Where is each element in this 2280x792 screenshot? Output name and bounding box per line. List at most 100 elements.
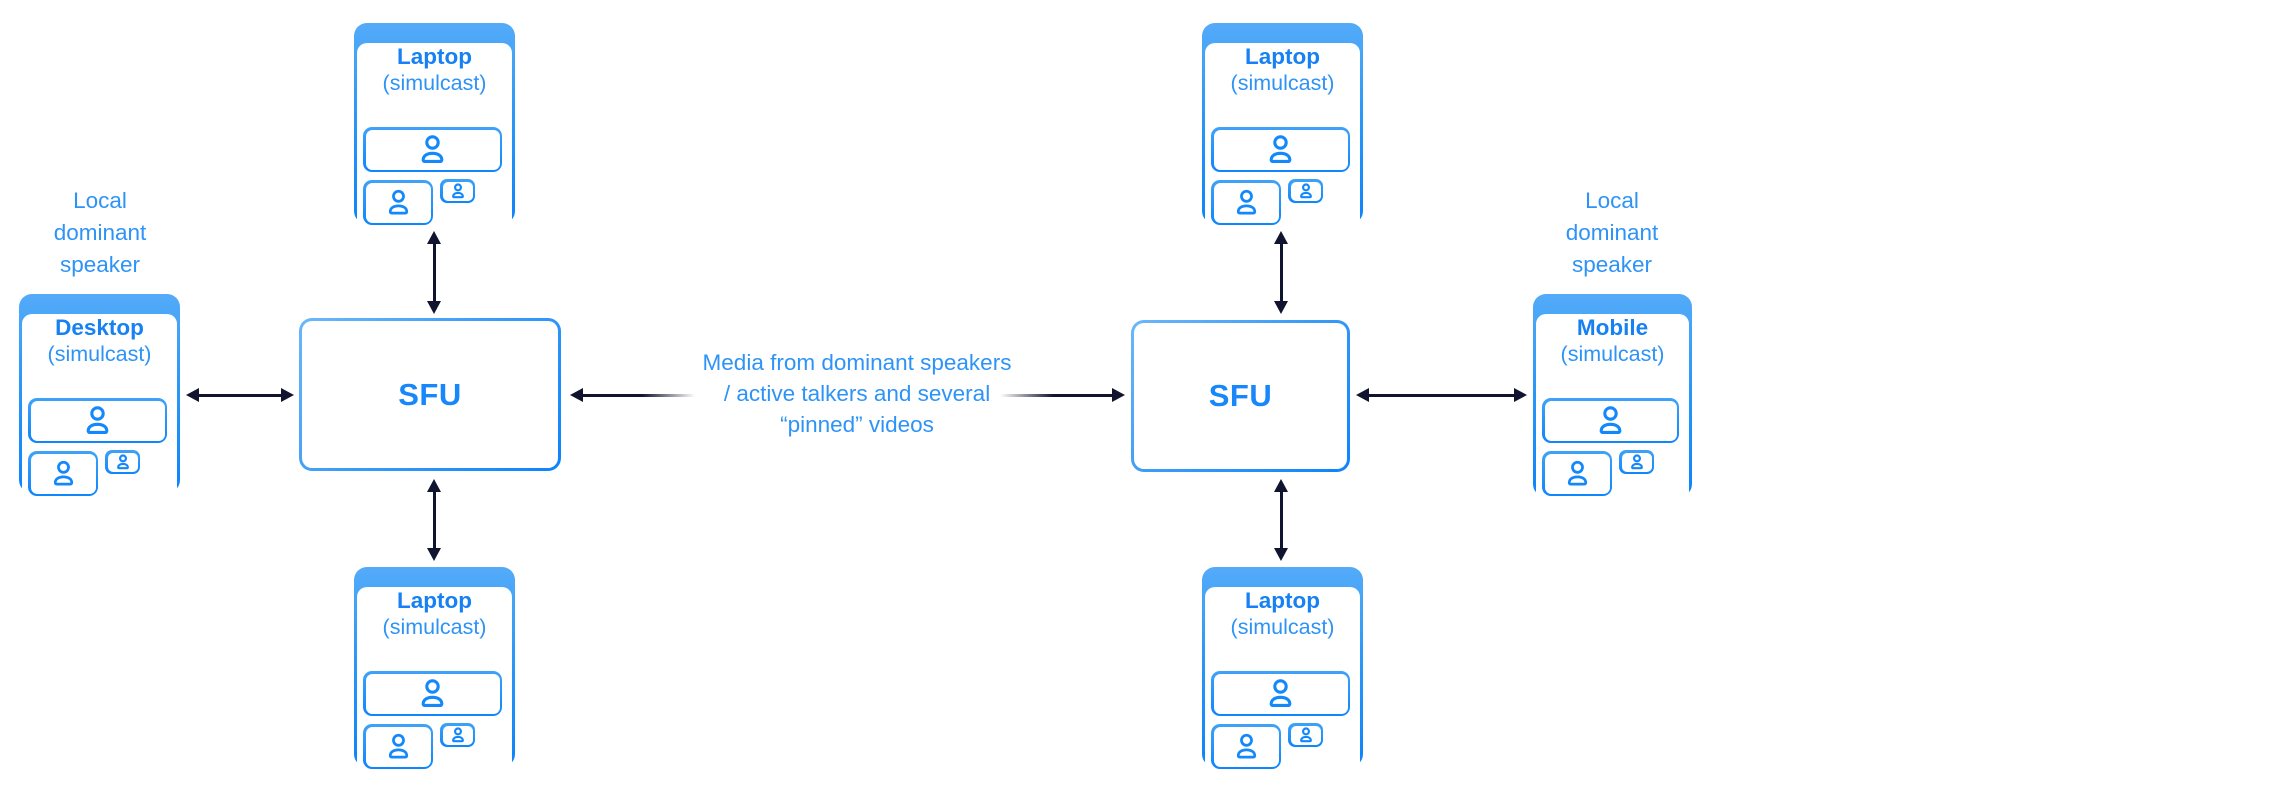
person-icon [1630, 454, 1643, 470]
arrow-shaft [432, 488, 436, 552]
device-subtitle: (simulcast) [382, 615, 487, 639]
arrowhead-down-icon [427, 548, 441, 561]
label-line: Local [1585, 188, 1639, 213]
video-tile-medium [363, 180, 433, 225]
device-mobile: Mobile (simulcast) [1533, 294, 1692, 511]
device-title: Mobile [1576, 315, 1649, 340]
person-icon [388, 189, 408, 215]
person-icon [1567, 460, 1587, 486]
arrowhead-left-icon [186, 388, 199, 402]
video-tile-medium [1211, 180, 1281, 225]
arrow-shaft-fading [579, 393, 705, 397]
device-subtitle: (simulcast) [1230, 71, 1335, 95]
video-tile-small [1288, 179, 1323, 203]
device-title: Laptop [1245, 588, 1320, 613]
sfu-left-box: SFU [299, 318, 561, 471]
device-subtitle: (simulcast) [1230, 615, 1335, 639]
label-line: Local [73, 188, 127, 213]
video-tile-medium [28, 451, 98, 496]
video-tile-large [1542, 398, 1679, 443]
arrow-shaft [432, 240, 436, 305]
person-icon [421, 679, 444, 707]
media-note-line: Media from dominant speakers [702, 350, 1012, 375]
device-title: Desktop [55, 315, 144, 340]
arrow-shaft [1279, 488, 1283, 552]
person-icon [53, 460, 73, 486]
video-tile-small [440, 723, 475, 747]
video-tile-large [28, 398, 167, 443]
device-subtitle: (simulcast) [382, 71, 487, 95]
arrowhead-up-icon [427, 479, 441, 492]
arrow-shaft [1365, 393, 1518, 397]
arrowhead-up-icon [1274, 479, 1288, 492]
video-tile-large [1211, 671, 1350, 716]
arrow-sfu-mobile [1356, 387, 1527, 403]
person-icon [451, 183, 464, 199]
device-title: Laptop [397, 588, 472, 613]
person-icon [86, 406, 109, 434]
video-tile-medium [1542, 451, 1612, 496]
arrowhead-left-icon [1356, 388, 1369, 402]
local-dominant-speaker-label-left: Local dominant speaker [15, 185, 185, 281]
person-icon [1269, 135, 1292, 163]
arrowhead-up-icon [427, 231, 441, 244]
person-icon [1299, 183, 1312, 199]
person-icon [1269, 679, 1292, 707]
label-line: speaker [59, 252, 141, 277]
arrow-shaft [1279, 240, 1283, 305]
label-line: dominant [1565, 220, 1659, 245]
device-title: Laptop [1245, 44, 1320, 69]
arrowhead-right-icon [281, 388, 294, 402]
video-tile-large [1211, 127, 1350, 172]
device-laptop-top-right: Laptop (simulcast) [1202, 23, 1363, 238]
arrow-laptop-top-left-sfu [426, 231, 442, 314]
arrow-sfu-laptop-bottom-left [426, 479, 442, 561]
device-laptop-top-left: Laptop (simulcast) [354, 23, 515, 238]
video-tile-large [363, 127, 502, 172]
label-line: speaker [1571, 252, 1653, 277]
video-tile-small [1619, 450, 1654, 474]
video-tile-medium [363, 724, 433, 769]
device-laptop-bottom-right: Laptop (simulcast) [1202, 567, 1363, 781]
video-tile-medium [1211, 724, 1281, 769]
arrow-shaft [195, 393, 285, 397]
person-icon [1236, 189, 1256, 215]
media-note-line: “pinned” videos [780, 412, 934, 437]
person-icon [116, 454, 129, 470]
arrow-shaft-fading [990, 393, 1116, 397]
arrowhead-up-icon [1274, 231, 1288, 244]
arrowhead-down-icon [1274, 548, 1288, 561]
person-icon [451, 727, 464, 743]
device-subtitle: (simulcast) [47, 342, 152, 366]
video-tile-small [440, 179, 475, 203]
video-tile-large [363, 671, 502, 716]
person-icon [1599, 406, 1622, 434]
video-tile-small [105, 450, 140, 474]
arrowhead-right-icon [1112, 388, 1125, 402]
arrow-note-to-sfu-left [570, 387, 705, 403]
sfu-right-box: SFU [1131, 320, 1350, 472]
arrowhead-down-icon [427, 301, 441, 314]
arrow-laptop-top-right-sfu [1273, 231, 1289, 314]
device-laptop-bottom-left: Laptop (simulcast) [354, 567, 515, 781]
media-note-line: / active talkers and several [723, 381, 991, 406]
device-desktop: Desktop (simulcast) [19, 294, 180, 507]
sfu-label: SFU [398, 376, 462, 412]
arrow-sfu-laptop-bottom-right [1273, 479, 1289, 561]
arrowhead-down-icon [1274, 301, 1288, 314]
device-title: Laptop [397, 44, 472, 69]
local-dominant-speaker-label-right: Local dominant speaker [1527, 185, 1697, 281]
person-icon [421, 135, 444, 163]
media-note: Media from dominant speakers / active ta… [642, 347, 1072, 440]
arrow-note-to-sfu-right [990, 387, 1125, 403]
arrow-desktop-sfu [186, 387, 294, 403]
video-tile-small [1288, 723, 1323, 747]
arrowhead-left-icon [570, 388, 583, 402]
device-subtitle: (simulcast) [1560, 342, 1665, 366]
person-icon [1299, 727, 1312, 743]
label-line: dominant [53, 220, 147, 245]
arrowhead-right-icon [1514, 388, 1527, 402]
sfu-label: SFU [1208, 378, 1273, 413]
person-icon [1236, 733, 1256, 759]
person-icon [388, 733, 408, 759]
